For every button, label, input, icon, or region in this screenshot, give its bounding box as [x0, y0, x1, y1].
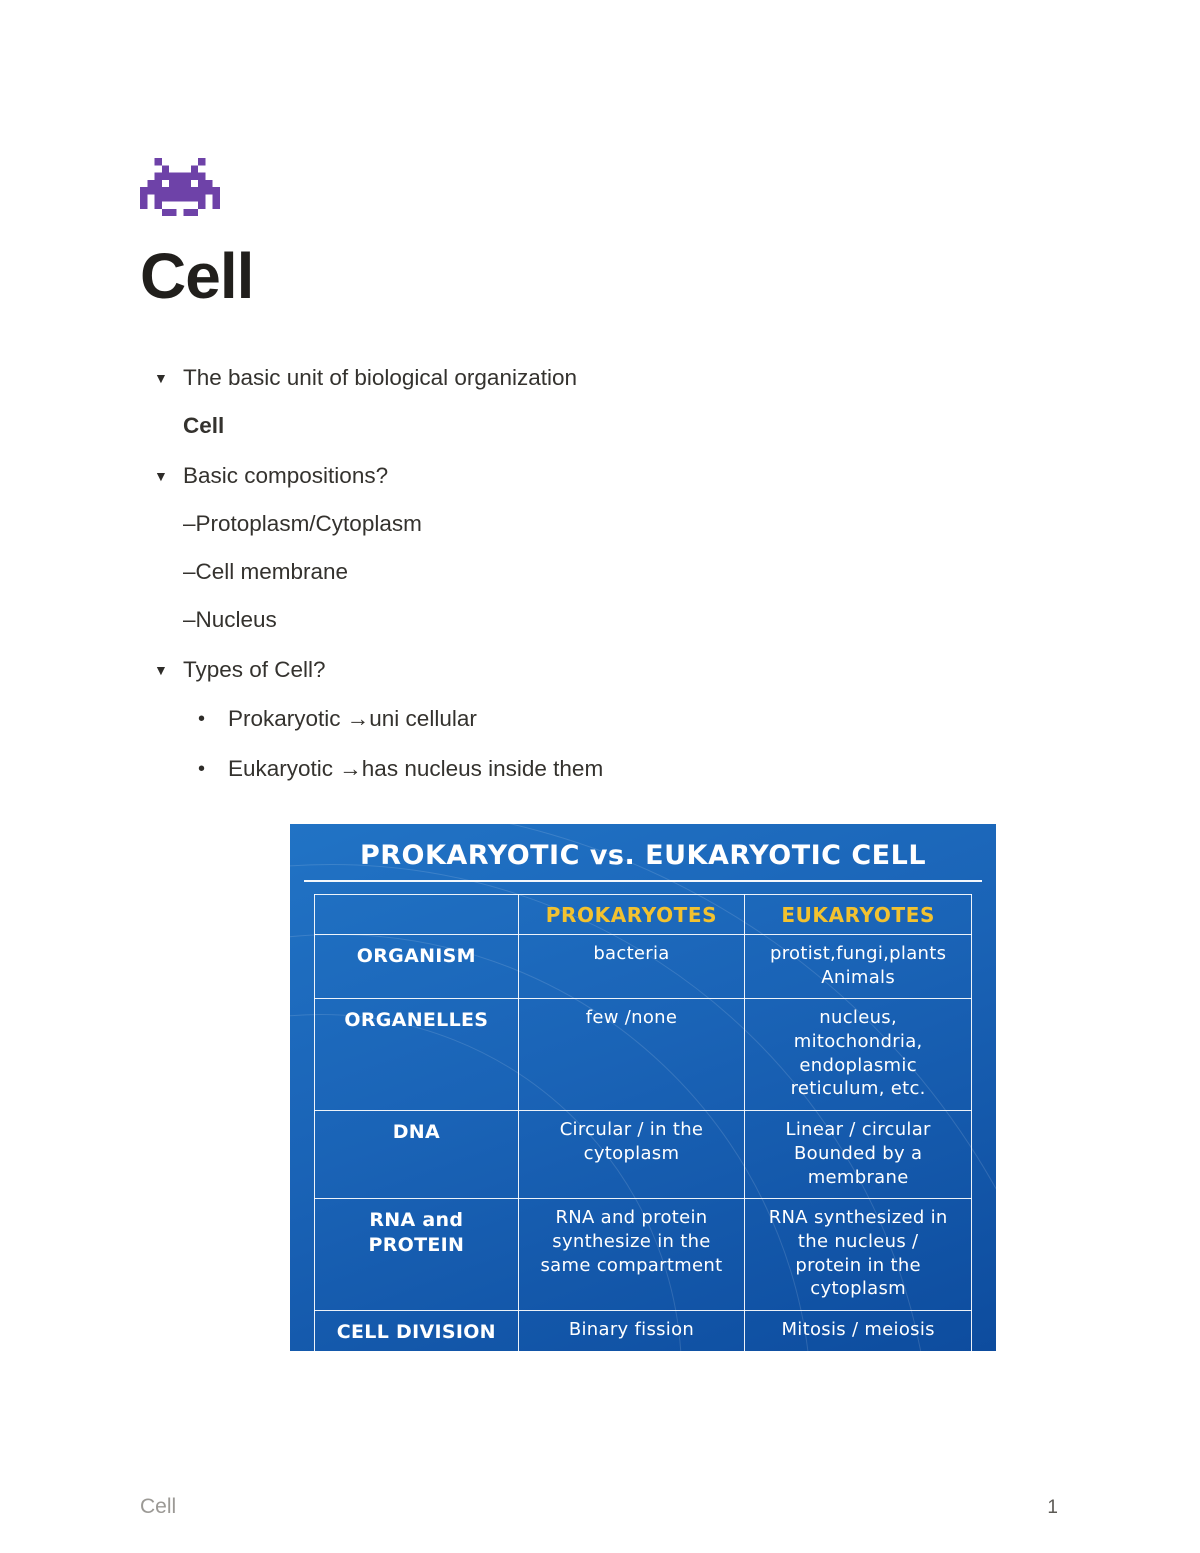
toggle-row[interactable]: ▼ The basic unit of biological organizat… [140, 354, 1060, 402]
toggle-label: Basic compositions? [183, 463, 389, 488]
toggle-triangle-icon[interactable]: ▼ [154, 662, 168, 678]
column-header-eukaryotes: EUKARYOTES [744, 894, 972, 935]
toggle-block: ▼ Basic compositions? –Protoplasm/Cytopl… [140, 452, 1060, 644]
toggle-block: ▼ The basic unit of biological organizat… [140, 354, 1060, 450]
cell-value: bacteria [593, 943, 670, 964]
bullet-icon: • [198, 707, 206, 730]
column-header-prokaryotes: PROKARYOTES [517, 894, 746, 935]
cell-value: nucleus, mitochondria, endoplasmic retic… [790, 1007, 926, 1100]
cell-value: Mitosis / meiosis [781, 1319, 935, 1340]
cell-value: Binary fission [568, 1319, 695, 1340]
footer-title: Cell [140, 1495, 177, 1518]
list-item: • Eukaryotic →has nucleus inside them [140, 744, 1060, 794]
row-label: RNA and PROTEIN [368, 1209, 465, 1257]
row-label: CELL DIVISION [336, 1321, 496, 1343]
toggle-triangle-icon[interactable]: ▼ [154, 468, 168, 484]
slide-title: PROKARYOTIC vs. EUKARYOTIC CELL [359, 840, 927, 871]
row-label: ORGANISM [356, 945, 476, 967]
bullet-text: Prokaryotic →uni cellular [228, 706, 477, 731]
cell-value: few /none [585, 1007, 678, 1028]
monster-icon-graphic [140, 158, 220, 216]
cell-value: RNA and protein synthesize in the same c… [540, 1207, 723, 1276]
toggle-row[interactable]: ▼ Types of Cell? [140, 646, 1060, 694]
table-header-row: PROKARYOTES EUKARYOTES [314, 894, 972, 935]
toggle-content: –Cell membrane [183, 559, 349, 584]
cell-value: RNA synthesized in the nucleus / protein… [768, 1207, 948, 1300]
slide-image: PROKARYOTIC vs. EUKARYOTIC CELL PROKARYO… [290, 824, 996, 1351]
toggle-content: –Nucleus [183, 607, 277, 632]
comparison-table: PROKARYOTES EUKARYOTES ORGANISM bacteria… [314, 894, 972, 1351]
toggle-triangle-icon[interactable]: ▼ [154, 370, 168, 386]
monster-icon[interactable] [140, 158, 220, 220]
page-title: Cell [140, 240, 254, 312]
table-row: CELL DIVISION Binary fission Mitosis / m… [314, 1310, 972, 1351]
title-underline [304, 880, 982, 882]
row-label: DNA [392, 1121, 440, 1143]
cell-value: Linear / circular Bounded by a membrane [785, 1119, 931, 1188]
row-label: ORGANELLES [344, 1009, 489, 1031]
footer-page-number: 1 [1047, 1497, 1058, 1518]
bullet-text: Eukaryotic →has nucleus inside them [228, 756, 604, 781]
bullet-icon: • [198, 757, 206, 780]
table-row: DNA Circular / in the cytoplasm Linear /… [314, 1110, 972, 1199]
table-corner-cell [314, 894, 519, 935]
toggle-block: ▼ Types of Cell? • Prokaryotic →uni cell… [140, 646, 1060, 794]
cell-value: protist,fungi,plants Animals [770, 943, 947, 988]
page-footer: Cell 1 [140, 1495, 1058, 1519]
toggle-content: Cell [183, 413, 225, 438]
table-row: RNA and PROTEIN RNA and protein synthesi… [314, 1198, 972, 1311]
list-item: • Prokaryotic →uni cellular [140, 694, 1060, 744]
toggle-content: –Protoplasm/Cytoplasm [183, 511, 422, 536]
table-row: ORGANELLES few /none nucleus, mitochondr… [314, 998, 972, 1111]
table-row: ORGANISM bacteria protist,fungi,plants A… [314, 934, 972, 999]
toggle-label: The basic unit of biological organizatio… [183, 365, 577, 390]
toggle-label: Types of Cell? [183, 657, 326, 682]
toggle-row[interactable]: ▼ Basic compositions? [140, 452, 1060, 500]
cell-value: Circular / in the cytoplasm [559, 1119, 704, 1164]
